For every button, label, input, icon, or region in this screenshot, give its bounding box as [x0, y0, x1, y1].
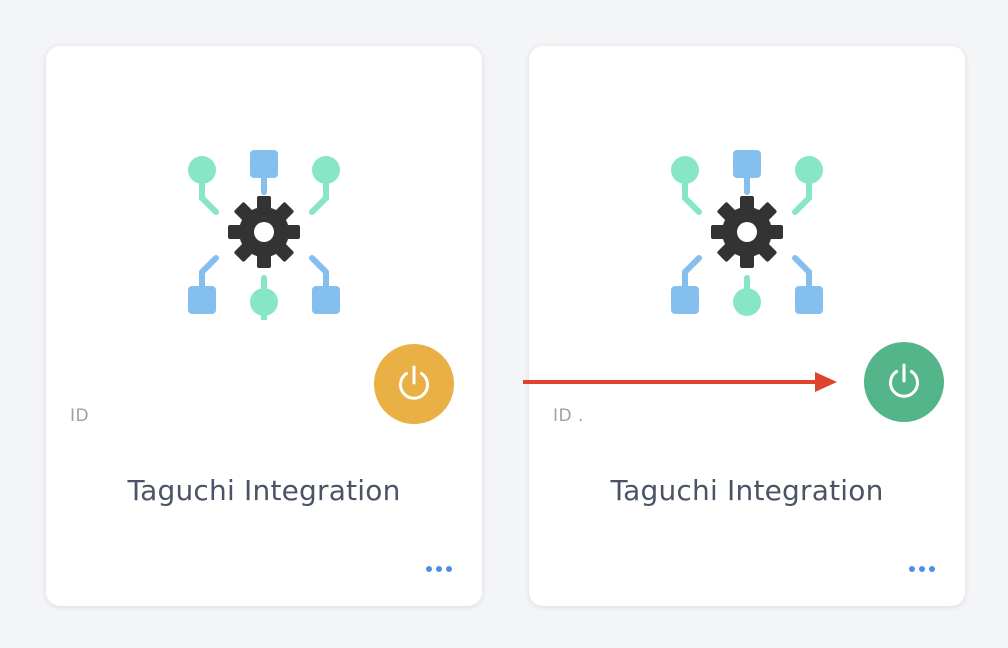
integration-id-label: ID .: [553, 406, 584, 426]
more-dots-icon: [426, 566, 432, 572]
more-dots-icon: [909, 566, 915, 572]
integration-card-taguchi[interactable]: ID Taguchi Integration: [46, 46, 482, 606]
more-options-button[interactable]: [909, 562, 935, 576]
integration-gear-network-icon: [188, 150, 340, 320]
power-icon: [889, 363, 919, 398]
more-dots-icon: [446, 566, 452, 572]
integration-title: Taguchi Integration: [610, 474, 884, 507]
power-toggle-button[interactable]: [864, 342, 944, 422]
integration-card-taguchi-enabled[interactable]: ID . Taguchi Integration: [529, 46, 965, 606]
more-dots-icon: [436, 566, 442, 572]
more-options-button[interactable]: [426, 562, 452, 576]
power-toggle-button[interactable]: [374, 344, 454, 424]
more-dots-icon: [929, 566, 935, 572]
integration-gear-network-icon: [671, 150, 823, 316]
power-icon: [399, 365, 429, 400]
arrow-right-icon: [523, 372, 837, 392]
more-dots-icon: [919, 566, 925, 572]
integration-id-label: ID: [70, 406, 90, 426]
integration-title: Taguchi Integration: [127, 474, 401, 507]
